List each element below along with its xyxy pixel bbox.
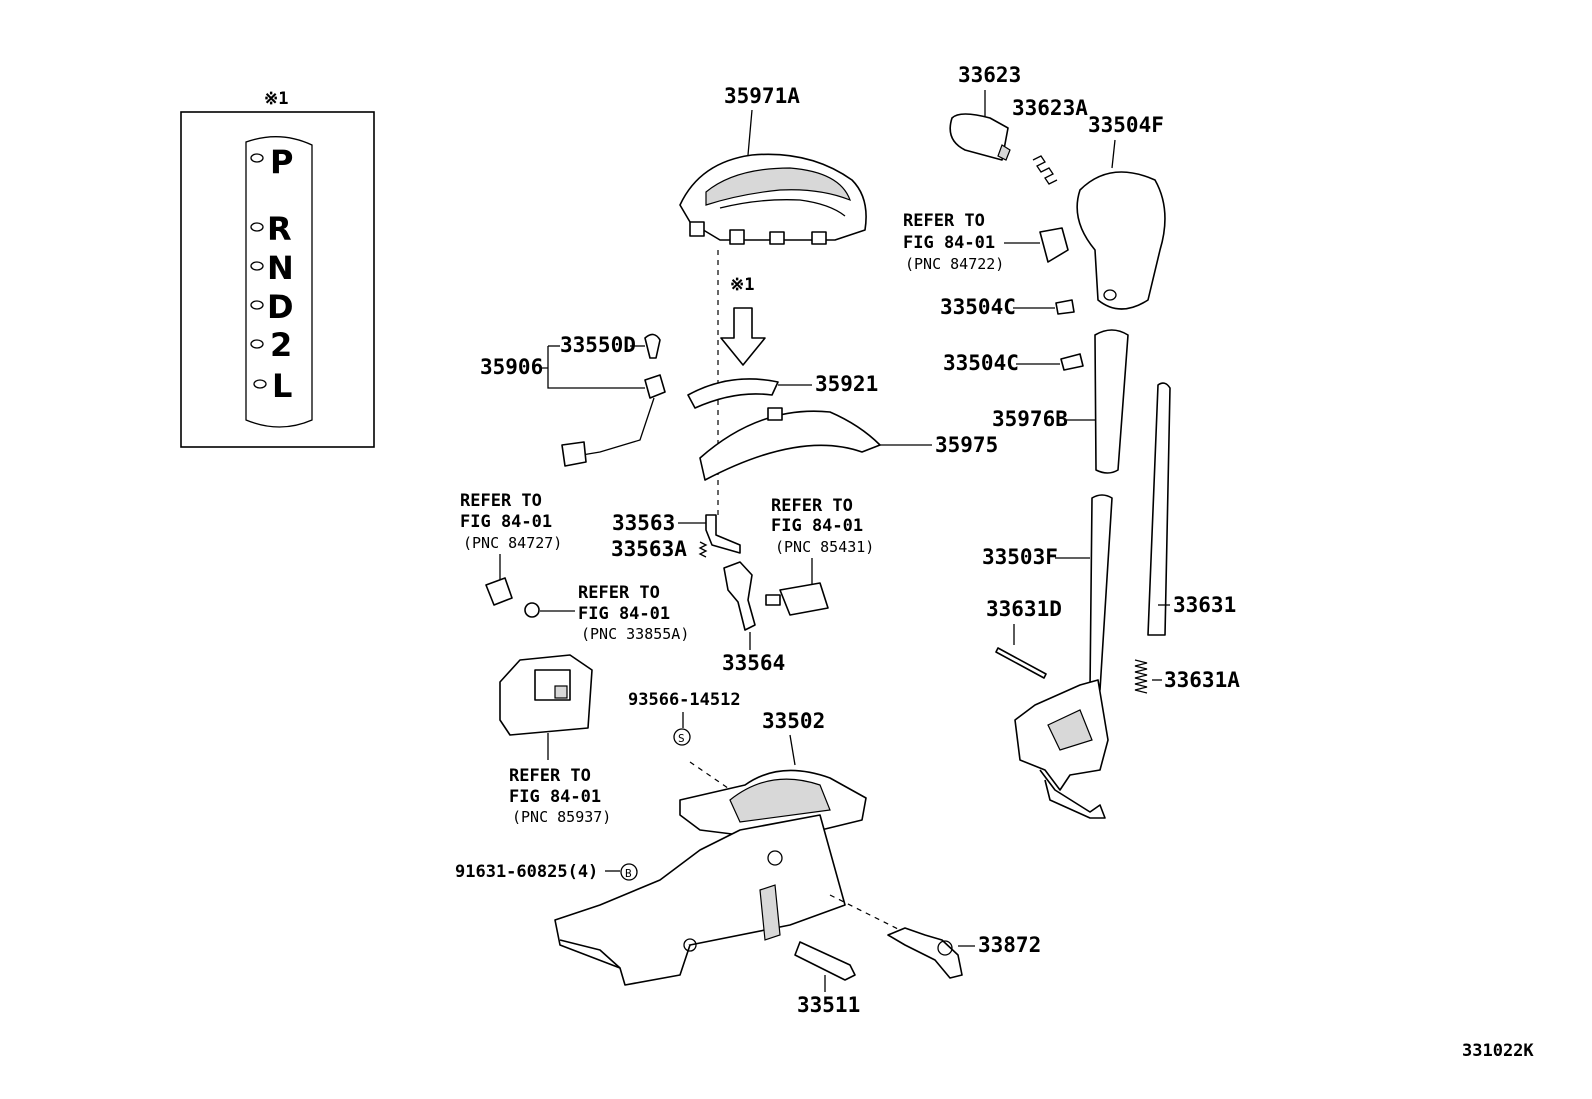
label-33511: 33511 xyxy=(797,993,860,1017)
ref-84727-line3: (PNC 84727) xyxy=(463,534,562,552)
part-35921-plate xyxy=(687,378,779,409)
part-33563-lever xyxy=(705,514,741,554)
slide-tab xyxy=(767,407,783,421)
part-33855A-clip xyxy=(524,602,540,618)
note-marker-arrow: ※1 xyxy=(730,275,754,295)
label-33504F: 33504F xyxy=(1088,113,1164,137)
part-33623A-spring xyxy=(1032,155,1058,185)
ref-33855A-line1: REFER TO xyxy=(578,583,660,603)
dashed-33872 xyxy=(829,894,901,931)
gate-p: P xyxy=(270,143,293,181)
part-33511-bolt xyxy=(794,941,856,981)
knob-hole xyxy=(1103,289,1117,301)
leader-35906 xyxy=(542,346,645,389)
gate-r: R xyxy=(267,210,292,248)
part-33502-shift-base xyxy=(554,769,867,986)
label-93566-14512: 93566-14512 xyxy=(628,690,741,710)
label-33623A: 33623A xyxy=(1012,96,1088,120)
ref-84722-line1: REFER TO xyxy=(903,211,985,231)
part-33564-cam xyxy=(723,561,756,631)
label-35976B: 35976B xyxy=(992,407,1068,431)
part-33503F-shift-lever xyxy=(1014,494,1113,819)
part-33563A-spring xyxy=(698,541,708,558)
gate-plate xyxy=(245,136,313,428)
lever-hole xyxy=(937,940,953,956)
gate-indicator-lights xyxy=(250,153,267,389)
ref-85431-line2: FIG 84-01 xyxy=(771,516,863,536)
symbol-b-text: B xyxy=(625,867,632,880)
diagram-id: 331022K xyxy=(1462,1041,1534,1061)
ref-85937-line2: FIG 84-01 xyxy=(509,787,601,807)
part-33872-lever xyxy=(887,927,963,979)
gate-l: L xyxy=(272,367,292,405)
lock-unit-window xyxy=(554,685,568,699)
ref-85937-line3: (PNC 85937) xyxy=(512,808,611,826)
symbol-s-text: S xyxy=(678,732,685,745)
gate-d: D xyxy=(267,288,294,326)
ref-84727-line1: REFER TO xyxy=(460,491,542,511)
part-35906-socket-harness xyxy=(561,374,666,467)
label-33563A: 33563A xyxy=(611,537,687,561)
part-33631A-spring xyxy=(1134,659,1148,694)
label-35906: 35906 xyxy=(480,355,543,379)
leader-33502 xyxy=(789,734,796,766)
part-33550D-bulb xyxy=(644,333,661,359)
note-marker-inset: ※1 xyxy=(264,89,288,109)
label-33503F: 33503F xyxy=(982,545,1058,569)
part-33504F-knob xyxy=(1076,171,1166,310)
part-85431-solenoid xyxy=(779,582,829,616)
label-35921: 35921 xyxy=(815,372,878,396)
label-33563: 33563 xyxy=(612,511,675,535)
ref-33855A-line2: FIG 84-01 xyxy=(578,604,670,624)
part-35975-slide-plate xyxy=(699,410,881,481)
label-33504C-lower: 33504C xyxy=(943,351,1019,375)
ref-85431-line1: REFER TO xyxy=(771,496,853,516)
label-33631D: 33631D xyxy=(986,597,1062,621)
label-33502: 33502 xyxy=(762,709,825,733)
gate-inset-frame xyxy=(180,111,375,448)
gate-n: N xyxy=(267,249,294,287)
label-91631-60825: 91631-60825(4) xyxy=(455,862,598,882)
label-33623: 33623 xyxy=(958,63,1021,87)
part-33623-button xyxy=(949,113,1011,161)
leader-33504F xyxy=(1111,139,1116,169)
label-33872: 33872 xyxy=(978,933,1041,957)
label-33504C-upper: 33504C xyxy=(940,295,1016,319)
label-35975: 35975 xyxy=(935,433,998,457)
label-33564: 33564 xyxy=(722,651,785,675)
label-35971A: 35971A xyxy=(724,84,800,108)
part-84727-switch xyxy=(485,577,513,606)
part-33631D-pin xyxy=(995,647,1047,679)
ref-84722-line3: (PNC 84722) xyxy=(905,255,1004,273)
label-33550D: 33550D xyxy=(560,333,636,357)
ref-85431-line3: (PNC 85431) xyxy=(775,538,874,556)
solenoid-tab xyxy=(765,594,781,606)
ref-84722-line2: FIG 84-01 xyxy=(903,233,995,253)
part-84722-switch xyxy=(1039,227,1069,263)
label-33631A: 33631A xyxy=(1164,668,1240,692)
view-arrow-icon xyxy=(720,307,766,366)
ref-33855A-line3: (PNC 33855A) xyxy=(581,625,689,643)
part-33504C-screw-lower xyxy=(1060,353,1084,371)
symbol-b-icon xyxy=(620,863,638,881)
ref-84727-line2: FIG 84-01 xyxy=(460,512,552,532)
label-33631: 33631 xyxy=(1173,593,1236,617)
gate-2: 2 xyxy=(270,326,292,364)
symbol-s-icon xyxy=(673,728,691,746)
part-33631-rod xyxy=(1147,382,1171,636)
part-35971A-bezel xyxy=(679,153,867,245)
part-35976B-sleeve xyxy=(1094,329,1129,474)
leader-35971A xyxy=(747,109,753,156)
part-33504C-screw-upper xyxy=(1055,299,1075,315)
ref-85937-line1: REFER TO xyxy=(509,766,591,786)
